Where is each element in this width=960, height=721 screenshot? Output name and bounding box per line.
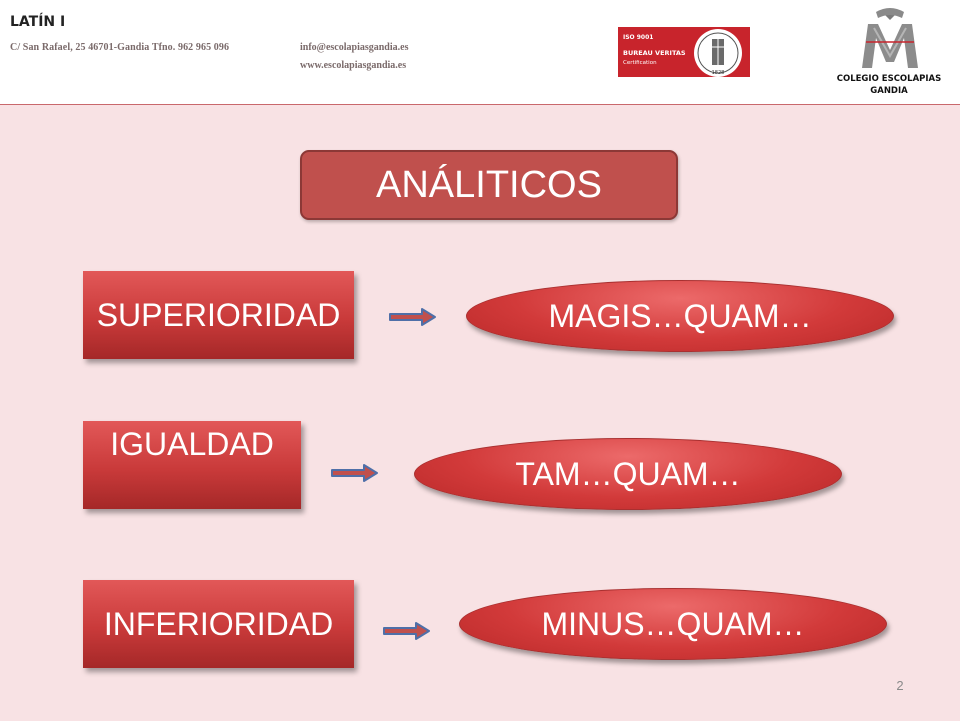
school-website-link[interactable]: www.escolapiasgandia.es <box>300 60 407 71</box>
form-minus-quam: MINUS…QUAM… <box>459 588 887 660</box>
right-arrow-icon <box>389 308 436 326</box>
iso-cert: Certification <box>623 60 657 66</box>
bureau-veritas-iso-logo: ISO 9001 BUREAU VERITAS Certification 18… <box>618 27 750 77</box>
category-igualdad: IGUALDAD <box>83 421 301 509</box>
slide-header: LATÍN I C/ San Rafael, 25 46701-Gandia T… <box>0 0 960 104</box>
page-number: 2 <box>896 678 904 693</box>
category-superioridad: SUPERIORIDAD <box>83 271 354 359</box>
school-crest-logo <box>862 8 918 68</box>
course-title: LATÍN I <box>10 14 66 30</box>
school-name: COLEGIO ESCOLAPIAS GANDIA <box>836 74 942 96</box>
category-inferioridad: INFERIORIDAD <box>83 580 354 668</box>
right-arrow-icon <box>331 464 378 482</box>
right-arrow-icon <box>383 622 430 640</box>
iso-brand: BUREAU VERITAS <box>623 49 686 57</box>
school-address: C/ San Rafael, 25 46701-Gandia Tfno. 962… <box>10 42 230 53</box>
slide-title: ANÁLITICOS <box>300 150 678 220</box>
form-tam-quam: TAM…QUAM… <box>414 438 842 510</box>
iso-year: 1828 <box>712 70 725 76</box>
iso-label: ISO 9001 <box>623 34 653 41</box>
school-email-link[interactable]: info@escolapiasgandia.es <box>300 42 409 53</box>
form-magis-quam: MAGIS…QUAM… <box>466 280 894 352</box>
